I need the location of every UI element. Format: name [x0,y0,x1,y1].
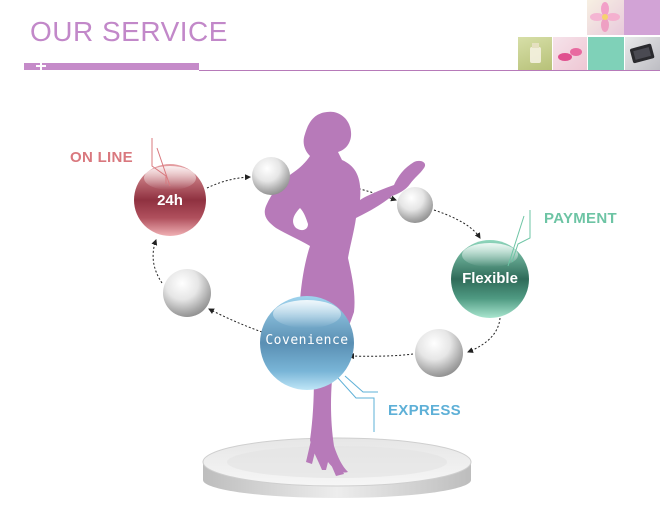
label-online: ON LINE [70,149,133,166]
orb-express [260,296,354,390]
orb-online-label: 24h [157,192,183,209]
cosmetics-photo [553,37,587,70]
callout-express [337,375,378,432]
callout-payment [507,210,531,267]
sparkle-icon [36,61,46,71]
callout-online [151,138,171,187]
flower-photo [587,0,624,35]
accent-tile-green [588,37,624,70]
orb-express-label: Covenience [265,333,349,348]
label-payment: PAYMENT [544,210,617,227]
page-title: OUR SERVICE [30,16,228,47]
makeup-palette-photo [625,37,660,70]
orb-payment-label: Flexible [462,270,518,287]
perfume-photo [518,37,552,70]
orb-online [134,164,206,236]
label-express: EXPRESS [388,402,461,419]
connector-spheres [163,157,463,377]
accent-tile [624,0,660,35]
title-accent-bar [24,63,199,70]
title-divider [199,70,660,71]
orb-payment [451,240,529,318]
woman-silhouette [264,111,426,476]
